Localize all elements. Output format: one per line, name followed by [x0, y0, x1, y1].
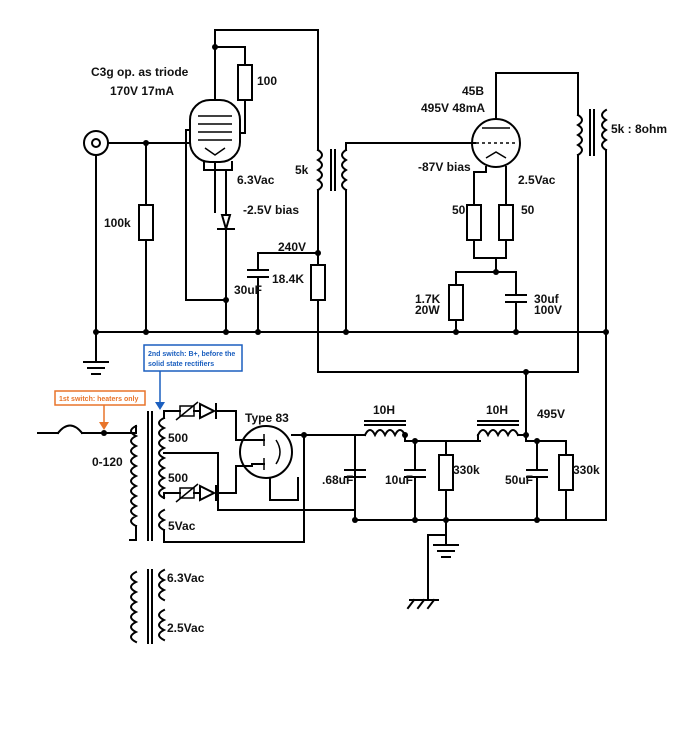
- label-switch2-line1: 2nd switch: B+, before the: [148, 351, 235, 358]
- label-r50-left: 50: [452, 203, 466, 217]
- label-output-heater: 2.5Vac: [518, 173, 556, 187]
- label-50uf: 50uF: [505, 473, 533, 487]
- label-secondary-500-b: 500: [168, 471, 188, 485]
- hum-balance-resistor-right: [498, 204, 514, 241]
- cathode-bypass-capacitor: [505, 294, 527, 303]
- bias-diode: [217, 214, 235, 233]
- label-filament-2v5: 2.5Vac: [167, 621, 205, 635]
- power-transformer-primary: [129, 424, 139, 541]
- label-20w: 20W: [415, 303, 440, 317]
- label-330k-b: 330k: [573, 463, 600, 477]
- rectifier-diode-upper: [199, 402, 217, 420]
- label-b-plus: 495V: [537, 407, 565, 421]
- label-1k7: 1.7K: [415, 292, 441, 306]
- label-driver-operating-point: 170V 17mA: [110, 84, 174, 98]
- interstage-transformer: [316, 148, 348, 192]
- label-choke2: 10H: [486, 403, 508, 417]
- label-068uf: .68uF: [322, 473, 353, 487]
- label-filament-6v3: 6.3Vac: [167, 571, 205, 585]
- driver-tube: [189, 99, 241, 163]
- choke-2: [476, 420, 520, 438]
- label-output-transformer: 5k : 8ohm: [611, 122, 667, 136]
- label-plate-resistor: 100: [257, 74, 277, 88]
- label-choke1: 10H: [373, 403, 395, 417]
- label-driver-tube: C3g op. as triode: [91, 65, 189, 79]
- power-transformer-secondary: [158, 416, 167, 532]
- dropping-resistor-18k: [310, 264, 326, 301]
- cathode-resistor-1k7: [448, 284, 464, 321]
- output-tube: [471, 118, 521, 168]
- label-secondary-5v: 5Vac: [168, 519, 196, 533]
- label-10uf: 10uF: [385, 473, 413, 487]
- label-30uf-right: 30uf: [534, 292, 560, 306]
- switch2-callout: [143, 344, 243, 410]
- rectifier-diode-lower: [199, 484, 217, 502]
- label-30uf-left: 30uF: [234, 283, 262, 297]
- output-transformer: [576, 108, 608, 157]
- hum-balance-resistor-left: [466, 204, 482, 241]
- label-87v-bias: -87V bias: [418, 160, 471, 174]
- label-switch2-line2: solid state rectifiers: [148, 361, 214, 368]
- label-primary: 0-120: [92, 455, 123, 469]
- grid-resistor: [138, 204, 154, 241]
- ground-symbol-signal: [83, 361, 109, 375]
- bleeder-resistor-330k-b: [558, 454, 574, 491]
- label-secondary-500-a: 500: [168, 431, 188, 445]
- label-100v: 100V: [534, 303, 562, 317]
- label-18k: 18.4K: [272, 272, 304, 286]
- ground-symbol-supply: [433, 544, 459, 558]
- rectifier-tube: [239, 425, 293, 479]
- label-interstage: 5k: [295, 163, 309, 177]
- label-grid-resistor: 100k: [104, 216, 131, 230]
- label-switch1: 1st switch: heaters only: [59, 396, 138, 403]
- bleeder-resistor-330k-a: [438, 454, 454, 491]
- plate-resistor: [237, 64, 253, 101]
- label-output-tube: 45B: [462, 84, 484, 98]
- choke-1: [363, 420, 407, 438]
- fuse: [56, 424, 84, 435]
- input-jack: [83, 130, 109, 156]
- decoupling-capacitor-30uf: [247, 269, 269, 278]
- label-r50-right: 50: [521, 203, 535, 217]
- filament-transformer: [130, 568, 167, 644]
- label-grid-bias: -2.5V bias: [243, 203, 299, 217]
- label-driver-heater: 6.3Vac: [237, 173, 275, 187]
- chassis-ground: [406, 598, 439, 610]
- label-rectifier: Type 83: [245, 411, 289, 425]
- label-output-operating-point: 495V 48mA: [421, 101, 485, 115]
- label-240v: 240V: [278, 240, 306, 254]
- label-330k-a: 330k: [453, 463, 480, 477]
- switch1-callout: [54, 390, 146, 430]
